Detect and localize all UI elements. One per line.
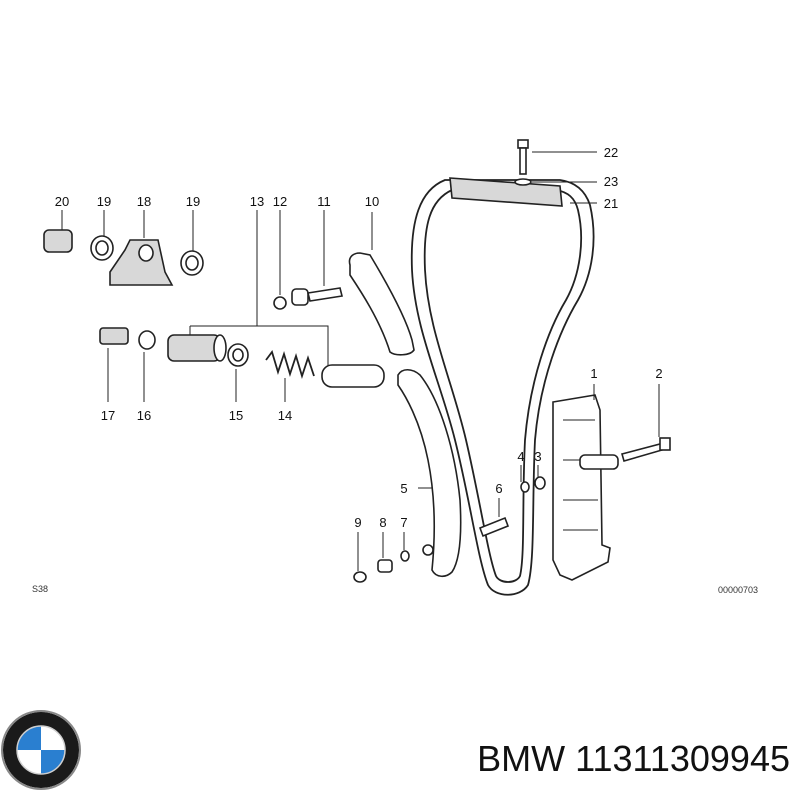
callout-15: 15 bbox=[229, 408, 243, 423]
brand-name: BMW bbox=[477, 738, 566, 779]
callout-11: 11 bbox=[317, 194, 331, 209]
callout-5: 5 bbox=[400, 481, 407, 496]
ring-7 bbox=[400, 532, 410, 562]
ring-19-right bbox=[180, 210, 204, 276]
part-number: 11311309945 bbox=[575, 738, 790, 779]
adapter-20 bbox=[43, 210, 73, 253]
callout-23: 23 bbox=[604, 174, 618, 189]
guide-rail-10 bbox=[348, 212, 415, 356]
corner-code-left: S38 bbox=[32, 584, 48, 594]
callout-1: 1 bbox=[590, 366, 597, 381]
bolt-11 bbox=[291, 210, 343, 306]
callout-8: 8 bbox=[379, 515, 386, 530]
seal-ring-15 bbox=[227, 343, 249, 402]
callout-19a: 19 bbox=[97, 194, 111, 209]
bolt-22 bbox=[517, 139, 597, 175]
tensioner-assembly bbox=[189, 210, 329, 368]
callout-21: 21 bbox=[604, 196, 618, 211]
callout-13: 13 bbox=[250, 194, 264, 209]
sleeve-8 bbox=[377, 532, 393, 573]
callout-22: 22 bbox=[604, 145, 618, 160]
callout-14: 14 bbox=[278, 408, 292, 423]
callout-6: 6 bbox=[495, 481, 502, 496]
corner-code-right: 00000703 bbox=[718, 585, 758, 595]
callout-2: 2 bbox=[655, 366, 662, 381]
seal-16 bbox=[138, 330, 156, 402]
callout-20: 20 bbox=[55, 194, 69, 209]
callout-10: 10 bbox=[365, 194, 379, 209]
lower-guide-rail-1 bbox=[552, 384, 619, 581]
callout-18: 18 bbox=[137, 194, 151, 209]
tensioner-piston bbox=[321, 364, 385, 388]
ring-19-left bbox=[90, 210, 114, 261]
bmw-logo bbox=[1, 710, 81, 790]
screw-plug-17 bbox=[99, 327, 129, 402]
spring-14 bbox=[265, 350, 315, 402]
callout-19b: 19 bbox=[186, 194, 200, 209]
callout-9: 9 bbox=[354, 515, 361, 530]
washer-4 bbox=[520, 465, 530, 493]
callout-16: 16 bbox=[137, 408, 151, 423]
washer-23 bbox=[514, 178, 597, 186]
tensioner-rail-5 bbox=[397, 368, 462, 578]
callout-12: 12 bbox=[273, 194, 287, 209]
part-title: BMW 11311309945 bbox=[477, 738, 790, 780]
tensioner-housing bbox=[167, 334, 227, 362]
timing-chain bbox=[410, 179, 595, 596]
callout-17: 17 bbox=[101, 408, 115, 423]
pin-6 bbox=[478, 498, 510, 538]
washer-3 bbox=[534, 465, 546, 490]
callout-7: 7 bbox=[400, 515, 407, 530]
callout-labels: 20 19 18 19 13 12 11 10 17 16 15 14 22 2… bbox=[55, 145, 663, 530]
circlip-9 bbox=[353, 532, 367, 583]
ring-12 bbox=[273, 210, 287, 310]
callout-3: 3 bbox=[534, 449, 541, 464]
callout-4: 4 bbox=[517, 449, 524, 464]
bolt-2 bbox=[621, 384, 671, 462]
bracket-18 bbox=[109, 210, 174, 286]
